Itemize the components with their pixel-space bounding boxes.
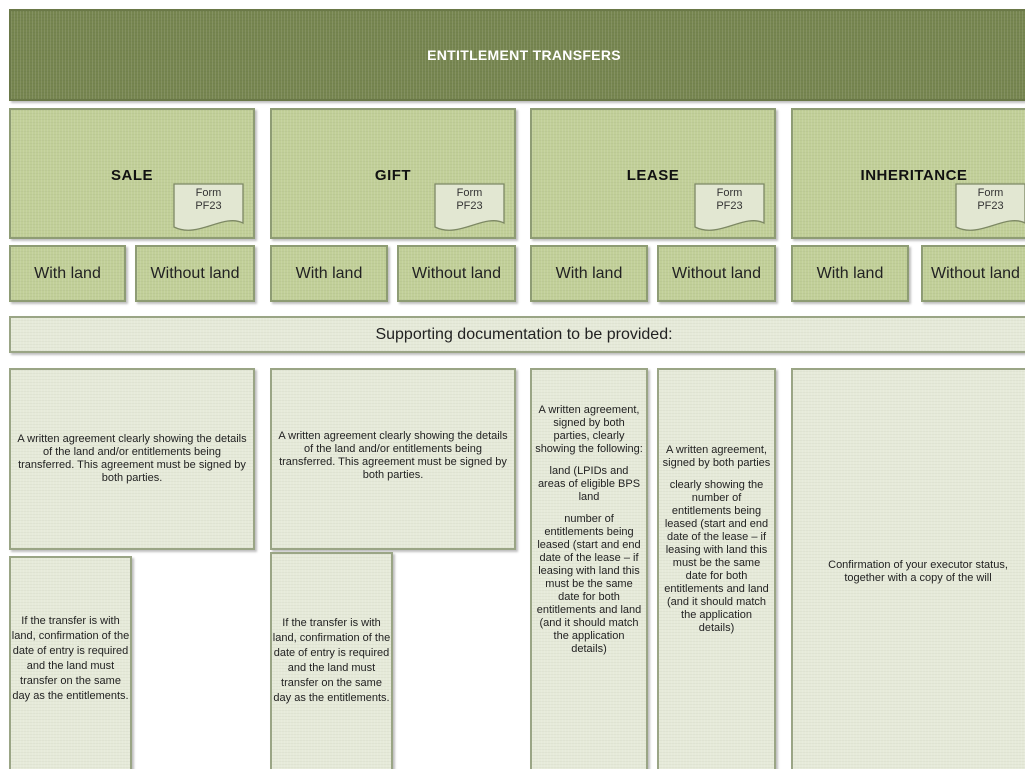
title-text: ENTITLEMENT TRANSFERS	[427, 47, 621, 63]
doc-text: A written agreement clearly showing the …	[278, 430, 508, 481]
document-icon	[173, 183, 244, 231]
gift-without-land: Without land	[397, 245, 516, 302]
doc-text: Confirmation of your executor status, to…	[828, 559, 1008, 584]
page-title: ENTITLEMENT TRANSFERS	[9, 9, 1025, 101]
form-code: PF23	[195, 200, 222, 212]
form-code: PF23	[456, 200, 483, 212]
supporting-text: Supporting documentation to be provided:	[375, 325, 673, 343]
doc-text: number of entitlements being leased (sta…	[536, 513, 642, 655]
sale-land-box: If the transfer is with land, confirmati…	[9, 556, 132, 769]
document-icon-sale: Form PF23	[173, 183, 244, 233]
type-box-gift: GIFT Form PF23	[270, 108, 516, 239]
document-icon	[694, 183, 765, 231]
form-code: PF23	[977, 200, 1004, 212]
document-icon-gift: Form PF23	[434, 183, 505, 233]
doc-text: If the transfer is with land, confirmati…	[272, 617, 391, 704]
form-label: Form	[977, 187, 1004, 199]
document-icon-lease: Form PF23	[694, 183, 765, 233]
form-code: PF23	[716, 200, 743, 212]
lease-without-land: Without land	[657, 245, 776, 302]
doc-text: clearly showing the number of entitlemen…	[664, 479, 769, 634]
form-label: Form	[195, 187, 222, 199]
doc-text: If the transfer is with land, confirmati…	[11, 615, 130, 702]
lease-without-land-docs: A written agreement, signed by both part…	[657, 368, 776, 769]
inheritance-docs: Confirmation of your executor status, to…	[791, 368, 1025, 769]
type-box-lease: LEASE Form PF23	[530, 108, 776, 239]
type-label-gift: GIFT	[374, 167, 412, 184]
type-label-sale: SALE	[110, 167, 153, 184]
gift-land-box: If the transfer is with land, confirmati…	[270, 552, 393, 769]
option-label: Without land	[412, 264, 501, 282]
option-label: Without land	[672, 264, 761, 282]
document-icon	[434, 183, 505, 231]
type-label-lease: LEASE	[626, 167, 680, 184]
doc-text: A written agreement, signed by both part…	[535, 404, 643, 455]
doc-text: land (LPIDs and areas of eligible BPS la…	[537, 465, 641, 503]
sale-with-land: With land	[9, 245, 126, 302]
type-box-sale: SALE Form PF23	[9, 108, 255, 239]
form-label: Form	[716, 187, 743, 199]
option-label: Without land	[150, 264, 240, 282]
doc-text: A written agreement, signed by both part…	[662, 444, 771, 469]
type-box-inheritance: INHERITANCE Form PF23	[791, 108, 1025, 239]
inheritance-without-land: Without land	[921, 245, 1025, 302]
lease-with-land-docs: A written agreement, signed by both part…	[530, 368, 648, 769]
option-label: With land	[555, 264, 623, 282]
document-icon-inheritance: Form PF23	[955, 183, 1025, 233]
option-label: With land	[34, 264, 101, 282]
sale-agreement-box: A written agreement clearly showing the …	[9, 368, 255, 550]
gift-with-land: With land	[270, 245, 388, 302]
doc-text: A written agreement clearly showing the …	[17, 433, 247, 484]
option-label: With land	[295, 264, 363, 282]
option-label: Without land	[931, 264, 1020, 282]
sale-without-land: Without land	[135, 245, 255, 302]
option-label: With land	[816, 264, 884, 282]
supporting-documentation-header: Supporting documentation to be provided:	[9, 316, 1025, 353]
type-label-inheritance: INHERITANCE	[860, 167, 968, 184]
gift-agreement-box: A written agreement clearly showing the …	[270, 368, 516, 550]
form-label: Form	[456, 187, 483, 199]
lease-with-land: With land	[530, 245, 648, 302]
inheritance-with-land: With land	[791, 245, 909, 302]
